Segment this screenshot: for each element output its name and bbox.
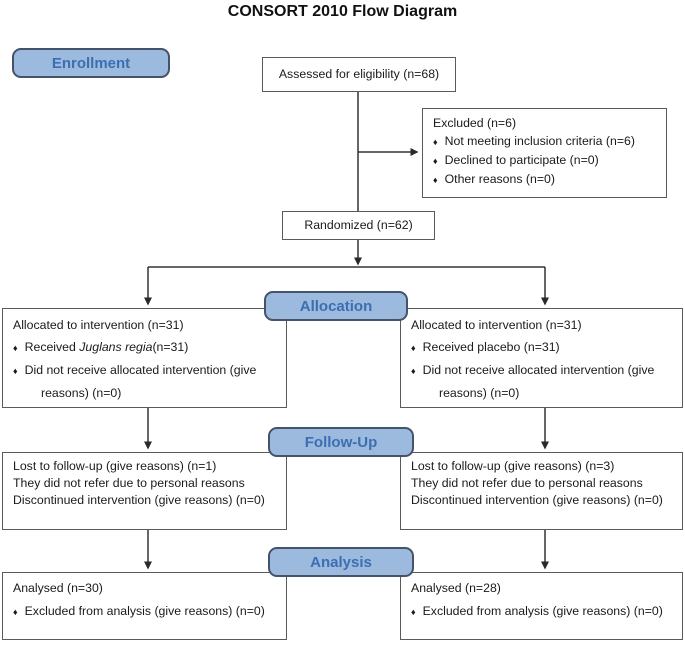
- bullet-icon: ♦: [13, 343, 18, 353]
- alloc-right-received: ♦Received placebo (n=31): [411, 340, 560, 354]
- box-allocation-right: Allocated to intervention (n=31) ♦Receiv…: [400, 308, 683, 408]
- stage-badge-followup: Follow-Up: [268, 427, 414, 457]
- alloc-right-title: Allocated to intervention (n=31): [411, 318, 582, 332]
- alloc-left-not-received: ♦Did not receive allocated intervention …: [13, 363, 257, 400]
- box-analysis-right: Analysed (n=28) ♦Excluded from analysis …: [400, 572, 683, 640]
- bullet-icon: ♦: [411, 366, 416, 376]
- followup-label: Follow-Up: [304, 433, 378, 451]
- bullet-icon: ♦: [411, 607, 416, 617]
- alloc-left-title: Allocated to intervention (n=31): [13, 318, 184, 332]
- analysis-left-title: Analysed (n=30): [13, 581, 103, 595]
- excluded-bullet: ♦Other reasons (n=0): [433, 172, 555, 186]
- followup-left-line: Lost to follow-up (give reasons) (n=1): [13, 459, 217, 473]
- bullet-icon: ♦: [411, 343, 416, 353]
- analysis-right-title: Analysed (n=28): [411, 581, 501, 595]
- bullet-icon: ♦: [13, 607, 18, 617]
- alloc-right-not-received: ♦Did not receive allocated intervention …: [411, 363, 655, 400]
- box-followup-right: Lost to follow-up (give reasons) (n=3) T…: [400, 452, 683, 530]
- enrollment-label: Enrollment: [51, 54, 131, 72]
- box-analysis-left: Analysed (n=30) ♦Excluded from analysis …: [2, 572, 287, 640]
- alloc-left-received: ♦Received Juglans regia(n=31): [13, 340, 189, 354]
- stage-badge-allocation: Allocation: [264, 291, 408, 321]
- stage-badge-enrollment: Enrollment: [12, 48, 170, 78]
- assessed-text: Assessed for eligibility (n=68): [278, 66, 440, 81]
- box-followup-left: Lost to follow-up (give reasons) (n=1) T…: [2, 452, 287, 530]
- followup-right-line: Lost to follow-up (give reasons) (n=3): [411, 459, 615, 473]
- followup-left-line: They did not refer due to personal reaso…: [13, 476, 245, 490]
- latin-species-name: Juglans regia: [79, 340, 153, 354]
- analysis-left-bullet: ♦Excluded from analysis (give reasons) (…: [13, 604, 265, 618]
- followup-right-line: They did not refer due to personal reaso…: [411, 476, 643, 490]
- randomized-text: Randomized (n=62): [304, 217, 413, 232]
- followup-right-line: Discontinued intervention (give reasons)…: [411, 493, 663, 507]
- box-excluded: Excluded (n=6) ♦Not meeting inclusion cr…: [422, 108, 667, 198]
- allocation-label: Allocation: [299, 297, 373, 315]
- excluded-bullet: ♦Not meeting inclusion criteria (n=6): [433, 134, 635, 148]
- box-assessed-eligibility: Assessed for eligibility (n=68): [262, 57, 456, 92]
- bullet-icon: ♦: [433, 137, 438, 147]
- bullet-icon: ♦: [433, 175, 438, 185]
- page-title: CONSORT 2010 Flow Diagram: [227, 3, 458, 20]
- bullet-icon: ♦: [433, 156, 438, 166]
- analysis-right-bullet: ♦Excluded from analysis (give reasons) (…: [411, 604, 663, 618]
- followup-left-line: Discontinued intervention (give reasons)…: [13, 493, 265, 507]
- stage-badge-analysis: Analysis: [268, 547, 414, 577]
- excluded-bullet: ♦Declined to participate (n=0): [433, 153, 599, 167]
- box-allocation-left: Allocated to intervention (n=31) ♦Receiv…: [2, 308, 287, 408]
- analysis-label: Analysis: [310, 553, 372, 571]
- box-randomized: Randomized (n=62): [282, 211, 435, 240]
- excluded-title: Excluded (n=6): [433, 116, 517, 130]
- bullet-icon: ♦: [13, 366, 18, 376]
